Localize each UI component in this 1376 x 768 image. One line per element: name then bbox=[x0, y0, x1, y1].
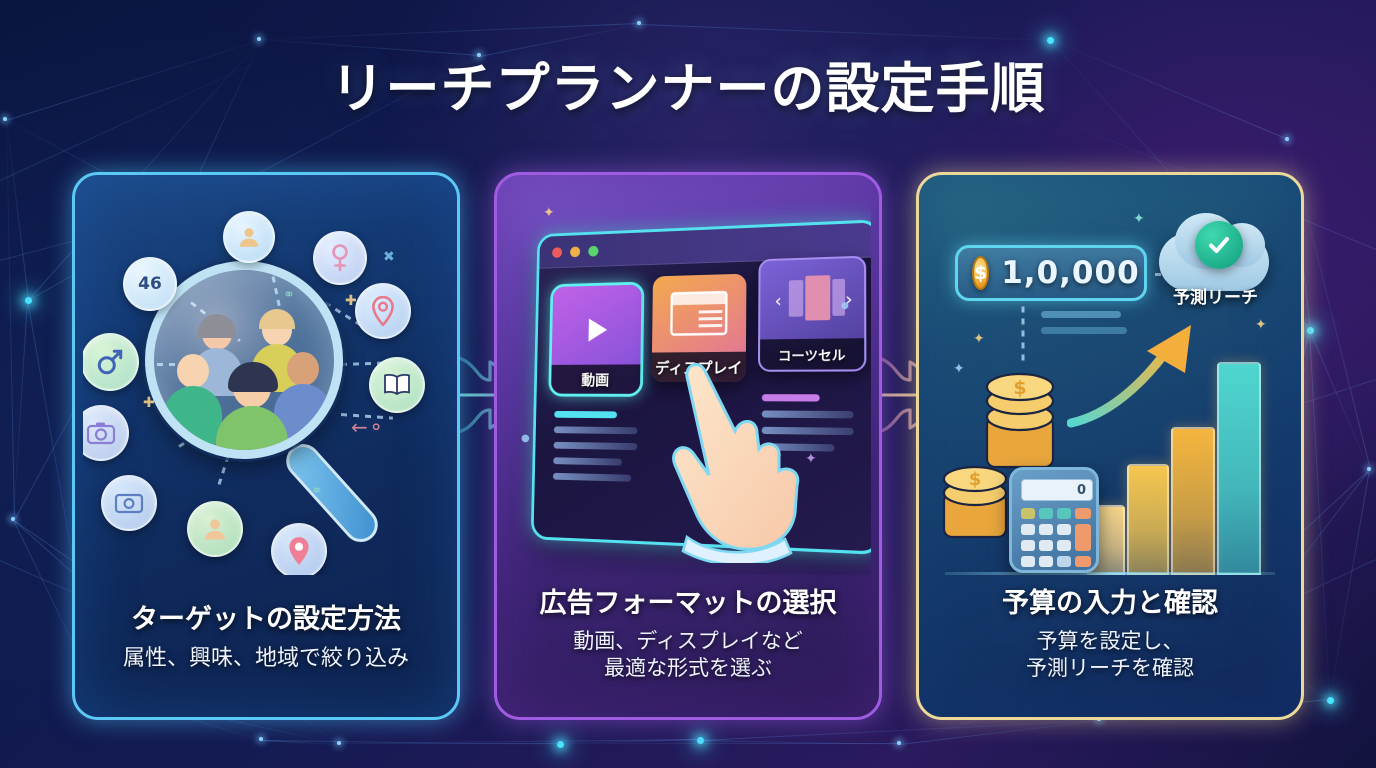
growth-bar-2 bbox=[1127, 464, 1169, 575]
camera-icon bbox=[83, 405, 129, 461]
caption-step3: 予算の入力と確認 予算を設定し、 予測リーチを確認 bbox=[919, 588, 1301, 683]
card-subtitle-step1-line1: 属性、興味、地域で絞り込み bbox=[122, 645, 409, 671]
constellation-node bbox=[477, 53, 481, 57]
illustration-ad-format: 動画 ディスプレイ bbox=[505, 183, 871, 575]
step-card-budget[interactable]: $ 1,0,000 予測リーチ bbox=[916, 172, 1304, 720]
budget-amount: 1,0,000 bbox=[1001, 255, 1140, 291]
map-pin-icon bbox=[271, 523, 327, 575]
card-title-step3: 予算の入力と確認 bbox=[1002, 587, 1218, 619]
constellation-line bbox=[259, 23, 640, 40]
card-subtitle-step3-line2: 予測リーチを確認 bbox=[1026, 656, 1194, 681]
constellation-node bbox=[1327, 697, 1334, 704]
female-symbol-icon bbox=[313, 231, 367, 285]
constellation-node bbox=[3, 117, 7, 121]
constellation-node bbox=[897, 741, 901, 745]
browser-window: 動画 ディスプレイ bbox=[530, 219, 871, 555]
growth-arrow-icon bbox=[1067, 325, 1191, 428]
svg-text:$: $ bbox=[1013, 377, 1026, 399]
male-symbol-icon bbox=[83, 333, 139, 391]
budget-chip[interactable]: $ 1,0,000 bbox=[955, 245, 1147, 301]
growth-bar-3 bbox=[1171, 427, 1215, 575]
constellation-node bbox=[1047, 37, 1054, 44]
constellation-node bbox=[25, 297, 32, 304]
card-title-step1: ターゲットの設定方法 bbox=[131, 604, 401, 636]
svg-text:‹: ‹ bbox=[774, 291, 781, 312]
growth-bar-4 bbox=[1217, 362, 1261, 575]
book-icon bbox=[369, 357, 425, 413]
constellation-line bbox=[639, 24, 1050, 41]
format-label-video: 動画 bbox=[551, 364, 641, 394]
constellation-node bbox=[1367, 467, 1371, 471]
constellation-line bbox=[560, 743, 900, 744]
coin-stack-short: $ bbox=[939, 449, 1011, 547]
card-subtitle-step2-line2: 最適な形式を選ぶ bbox=[604, 656, 772, 681]
caption-step2: 広告フォーマットの選択 動画、ディスプレイなど 最適な形式を選ぶ bbox=[497, 588, 879, 683]
badge-age-label: 46 bbox=[138, 274, 162, 294]
card-title-step2: 広告フォーマットの選択 bbox=[539, 587, 837, 619]
calculator-display: 0 bbox=[1021, 479, 1093, 501]
forecast-reach-label: 予測リーチ bbox=[1173, 288, 1258, 308]
format-card-video[interactable]: 動画 bbox=[548, 281, 645, 397]
illustration-targeting: 46 bbox=[83, 183, 449, 575]
constellation-node bbox=[259, 737, 263, 741]
card-subtitle-step3-line1: 予算を設定し、 bbox=[1036, 628, 1184, 653]
constellation-node bbox=[1307, 327, 1314, 334]
card-subtitle-step2-line1: 動画、ディスプレイなど bbox=[573, 628, 803, 653]
constellation-line bbox=[340, 743, 560, 744]
constellation-node bbox=[637, 21, 641, 25]
svg-text:›: › bbox=[845, 289, 853, 311]
illustration-budget: $ 1,0,000 予測リーチ bbox=[927, 183, 1293, 575]
pointing-hand-icon bbox=[657, 353, 827, 567]
location-pin-icon bbox=[355, 283, 411, 339]
step-card-ad-format[interactable]: 動画 ディスプレイ bbox=[494, 172, 882, 720]
coin-stack-tall: $ bbox=[981, 365, 1059, 481]
person-icon bbox=[223, 211, 275, 263]
constellation-node bbox=[337, 741, 341, 745]
constellation-node bbox=[1285, 137, 1289, 141]
svg-text:$: $ bbox=[969, 469, 982, 490]
format-card-carousel[interactable]: ‹ › コーツセル bbox=[757, 255, 867, 372]
photo-icon bbox=[101, 475, 157, 531]
constellation-node bbox=[257, 37, 261, 41]
constellation-node bbox=[11, 517, 15, 521]
calculator-icon: 0 bbox=[1009, 467, 1099, 573]
format-card-display[interactable]: ディスプレイ bbox=[651, 273, 747, 383]
badge-age-46: 46 bbox=[123, 257, 177, 311]
constellation-node bbox=[697, 737, 704, 744]
page-title: リーチプランナーの設定手順 bbox=[330, 57, 1046, 120]
profile-icon bbox=[187, 501, 243, 557]
step-card-targeting[interactable]: 46 bbox=[72, 172, 460, 720]
dollar-coin-icon: $ bbox=[972, 256, 990, 290]
chart-baseline bbox=[945, 572, 1275, 575]
constellation-node bbox=[557, 741, 564, 748]
caption-step1: ターゲットの設定方法 属性、興味、地域で絞り込み bbox=[75, 604, 457, 673]
check-circle-icon bbox=[1195, 221, 1243, 269]
